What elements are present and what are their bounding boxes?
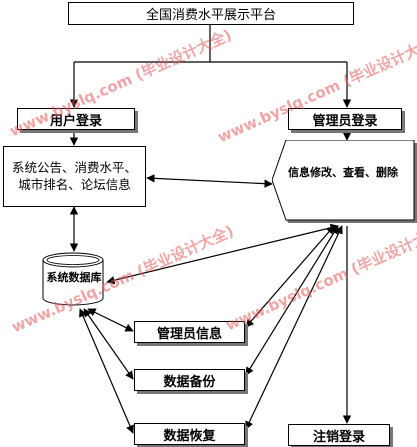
user-admin-features-arrow: [146, 174, 273, 188]
admin-features-box: 信息修改、查看、删除: [272, 140, 417, 226]
platform-title: 全国消费水平展示平台: [145, 8, 276, 23]
admin-to-restore-arrow: [245, 225, 343, 430]
database-label: 系统数据库: [46, 271, 102, 284]
logout-box: 注销登录: [288, 424, 390, 446]
data-backup-label: 数据备份: [163, 374, 216, 390]
admin-info-box: 管理员信息: [134, 321, 245, 343]
admin-to-backup-arrow: [245, 225, 339, 376]
user-login-label: 用户登录: [49, 113, 102, 129]
admin-features-shape: [272, 140, 417, 223]
database-icon: [42, 252, 104, 306]
data-backup-box: 数据备份: [134, 369, 245, 391]
user-login-box: 用户登录: [17, 108, 135, 130]
database-to-restore-arrow: [79, 308, 134, 434]
admin-to-admin-info-arrow: [245, 225, 335, 328]
admin-features-label: 信息修改、查看、删除: [288, 166, 398, 179]
data-restore-box: 数据恢复: [134, 423, 245, 445]
user-features-label: 系统公告、消费水平、城市排名、论坛信息: [11, 160, 137, 192]
admin-info-label: 管理员信息: [156, 326, 222, 342]
logout-label: 注销登录: [312, 429, 365, 445]
database-cylinder: 系统数据库: [41, 251, 106, 307]
data-restore-label: 数据恢复: [163, 428, 216, 444]
admin-features-database-arrow: [106, 223, 339, 285]
admin-login-box: 管理员登录: [288, 108, 402, 130]
platform-title-box: 全国消费水平展示平台: [68, 2, 354, 25]
user-features-box: 系统公告、消费水平、城市排名、论坛信息: [3, 146, 146, 207]
admin-login-label: 管理员登录: [312, 113, 378, 129]
database-to-admin-info-arrow: [87, 308, 134, 332]
